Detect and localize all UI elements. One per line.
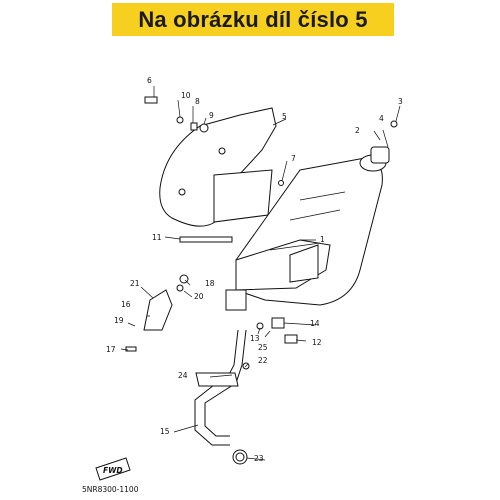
- callout-15: 15: [160, 427, 170, 436]
- callout-25: 25: [258, 343, 268, 352]
- callout-9: 9: [209, 111, 214, 120]
- exhaust-pipe: [194, 329, 248, 465]
- leader-lines: [120, 86, 401, 461]
- callout-10: 10: [181, 91, 191, 100]
- callout-1: 1: [320, 235, 325, 244]
- banner-text: Na obrázku díl číslo 5: [138, 6, 368, 32]
- callout-12: 12: [312, 338, 322, 347]
- callout-14: 14: [310, 319, 320, 328]
- heat-protector: [159, 107, 277, 227]
- callout-23: 23: [254, 454, 264, 463]
- svg-text:FWD: FWD: [103, 466, 123, 475]
- callout-13: 13: [250, 334, 260, 343]
- callout-18: 18: [205, 279, 215, 288]
- callout-19: 19: [114, 316, 124, 325]
- callout-5: 5: [282, 112, 287, 121]
- callout-11: 11: [152, 233, 162, 242]
- drawing-code: 5NR8300-1100: [82, 485, 139, 494]
- callout-21: 21: [130, 279, 140, 288]
- callout-3: 3: [398, 97, 403, 106]
- callout-8: 8: [195, 97, 200, 106]
- part-callouts: 1 2 3 4 5 6 7 8 9 10 11 12 13 14 15 16 1…: [106, 76, 403, 463]
- title-banner: Na obrázku díl číslo 5: [112, 3, 394, 36]
- callout-20: 20: [194, 292, 204, 301]
- fasteners: [125, 96, 398, 370]
- callout-24: 24: [178, 371, 188, 380]
- callout-6: 6: [147, 76, 152, 85]
- fwd-arrow-icon: FWD: [95, 457, 131, 481]
- callout-16: 16: [121, 300, 131, 309]
- muffler: [225, 154, 387, 311]
- callout-4: 4: [379, 114, 384, 123]
- callout-22: 22: [258, 356, 268, 365]
- callout-7: 7: [291, 154, 296, 163]
- bracket: [143, 289, 173, 331]
- callout-17: 17: [106, 345, 116, 354]
- callout-2: 2: [355, 126, 360, 135]
